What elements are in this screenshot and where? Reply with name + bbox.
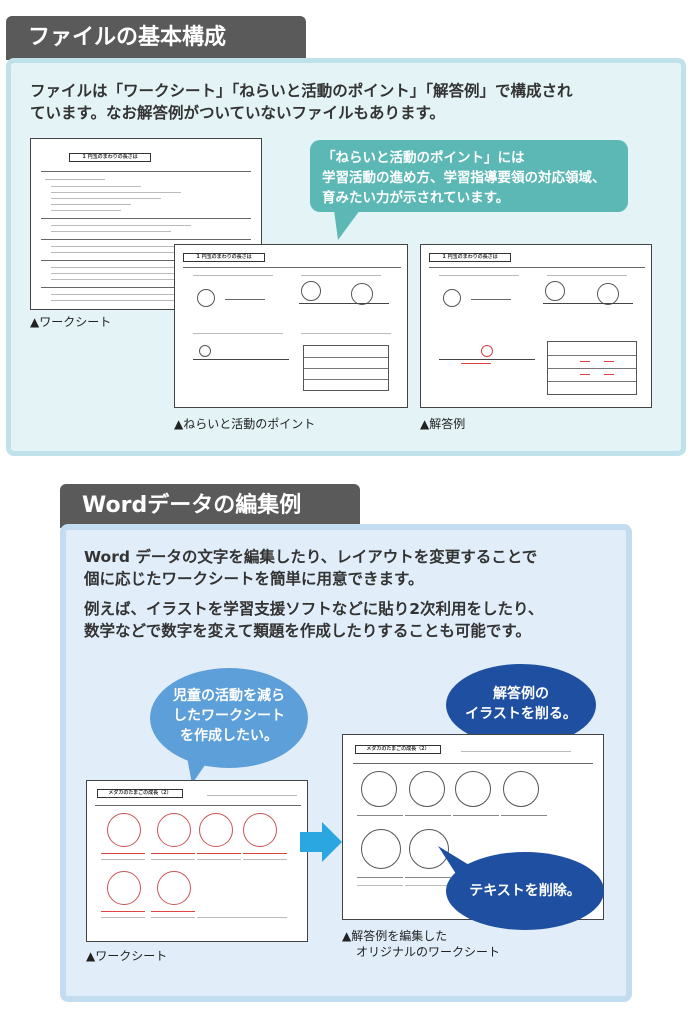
worksheet-thumbnail: 1 円玉のまわりの長さは (30, 138, 262, 310)
edited-doc-title: メダカのたまごの成長（2） (355, 745, 441, 754)
worksheet-doc-title: 1 円玉のまわりの長さは (69, 153, 151, 162)
delete-text-label: テキストを削除。 (469, 883, 581, 899)
request-bubble-line2: したワークシート (173, 708, 285, 724)
caption-edited-worksheet: ▲解答例を編集した オリジナルのワークシート (342, 928, 500, 960)
caption-edited-line2: オリジナルのワークシート (356, 945, 501, 959)
remove-illustration-line2: イラストを削る。 (465, 706, 577, 722)
request-bubble: 児童の活動を減ら したワークシート を作成したい。 (150, 668, 308, 768)
answer-doc-title: 1 円玉のまわりの長さは (429, 253, 511, 262)
points-thumbnail: 1 円玉のまわりの長さは (174, 244, 408, 408)
request-bubble-line1: 児童の活動を減ら (173, 688, 285, 704)
section1-title: ファイルの基本構成 (28, 25, 227, 50)
answer-thumbnail: 1 円玉のまわりの長さは (420, 244, 652, 408)
request-bubble-tail (186, 752, 214, 784)
caption-answer: ▲解答例 (420, 417, 466, 431)
caption-fish-worksheet: ▲ワークシート (86, 949, 168, 963)
fish-worksheet-thumbnail: メダカのたまごの成長（2） (86, 780, 308, 942)
caption-points: ▲ねらいと活動のポイント (174, 417, 316, 431)
points-doc-title: 1 円玉のまわりの長さは (183, 253, 265, 262)
section2-tab: Wordデータの編集例 (60, 484, 360, 528)
points-bubble-line1: 「ねらいと活動のポイント」には (322, 150, 525, 166)
arrow-right-icon (300, 822, 342, 862)
request-bubble-line3: を作成したい。 (180, 728, 278, 744)
delete-text-bubble: テキストを削除。 (446, 852, 604, 930)
points-bubble: 「ねらいと活動のポイント」には 学習活動の進め方、学習指導要領の対応領域、 育み… (310, 140, 628, 212)
points-bubble-tail (334, 210, 360, 240)
section2-desc-line3: 例えば、イラストを学習支援ソフトなどに貼り2次利用をしたり、 (84, 600, 544, 618)
points-bubble-line3: 育みたい力が示されています。 (322, 190, 510, 206)
section2-title: Wordデータの編集例 (82, 493, 302, 518)
section2-desc-line1: Word データの文字を編集したり、レイアウトを変更することで (84, 548, 538, 566)
caption-edited-line1: ▲解答例を編集した (342, 929, 448, 943)
section2-desc-line4: 数学などで数字を変えて類題を作成したりすることも可能です。 (84, 622, 531, 640)
remove-illustration-line1: 解答例の (493, 686, 549, 702)
fish-doc-title: メダカのたまごの成長（2） (97, 789, 183, 798)
section1-desc-line1: ファイルは「ワークシート」「ねらいと活動のポイント」「解答例」で構成され (30, 82, 573, 100)
points-bubble-line2: 学習活動の進め方、学習指導要領の対応領域、 (322, 170, 606, 186)
caption-worksheet: ▲ワークシート (30, 315, 112, 329)
section1-tab: ファイルの基本構成 (6, 16, 306, 60)
section2-desc-line2: 個に応じたワークシートを簡単に用意できます。 (84, 570, 424, 588)
section2-description: Word データの文字を編集したり、レイアウトを変更することで 個に応じたワーク… (84, 546, 624, 642)
section1-desc-line2: ています。なお解答例がついていないファイルもあります。 (30, 104, 445, 122)
section1-description: ファイルは「ワークシート」「ねらいと活動のポイント」「解答例」で構成され ていま… (30, 80, 670, 124)
remove-illustration-bubble: 解答例の イラストを削る。 (446, 664, 596, 746)
